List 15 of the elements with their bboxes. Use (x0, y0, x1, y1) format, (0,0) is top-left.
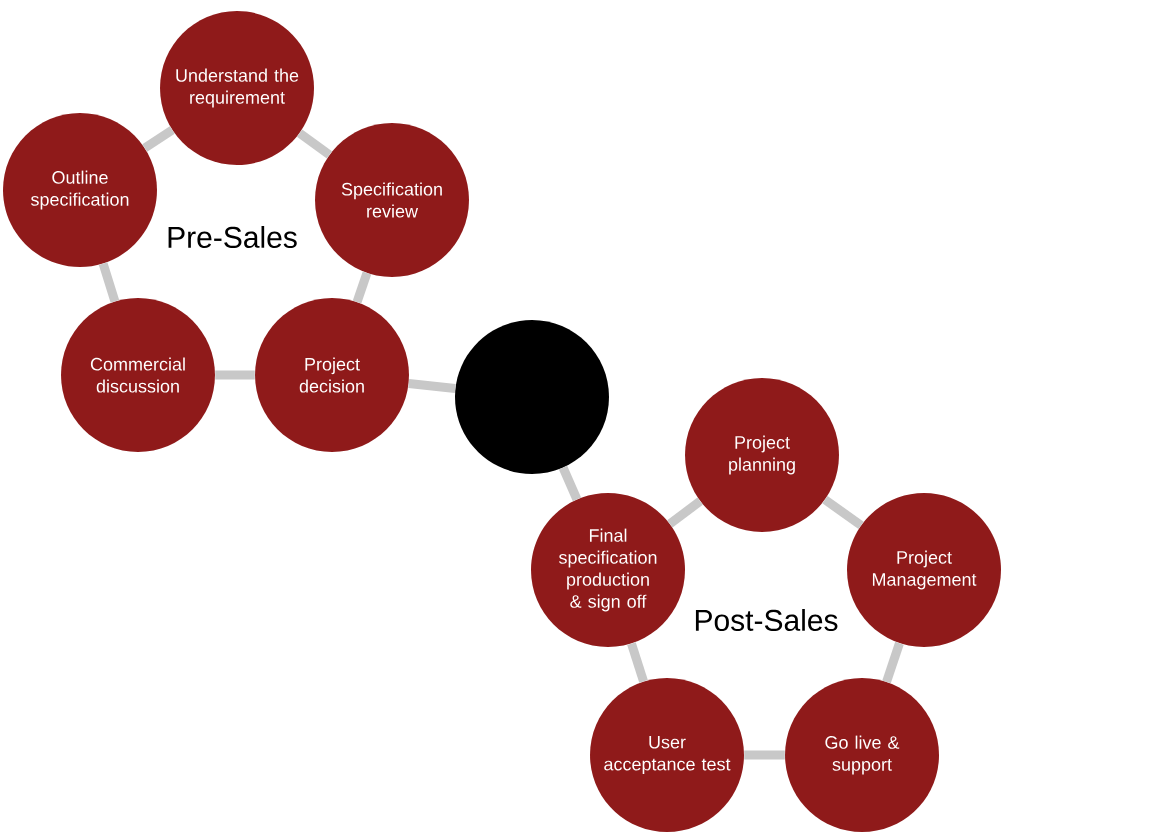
connector-line (352, 271, 372, 304)
connector-line (296, 129, 333, 159)
connector-line (142, 126, 175, 152)
connector-line (215, 370, 255, 380)
connector-line (558, 465, 582, 502)
connector-line (627, 642, 648, 683)
phase-label: Post-Sales (695, 609, 838, 632)
connector-line (408, 378, 456, 394)
connector-line (667, 497, 703, 528)
hub-circle (455, 320, 609, 474)
connector-line (744, 750, 785, 760)
connector-line (822, 496, 864, 529)
connector-line (882, 641, 904, 684)
phase-label: Pre-Sales (168, 226, 297, 249)
connector-line (98, 262, 120, 303)
